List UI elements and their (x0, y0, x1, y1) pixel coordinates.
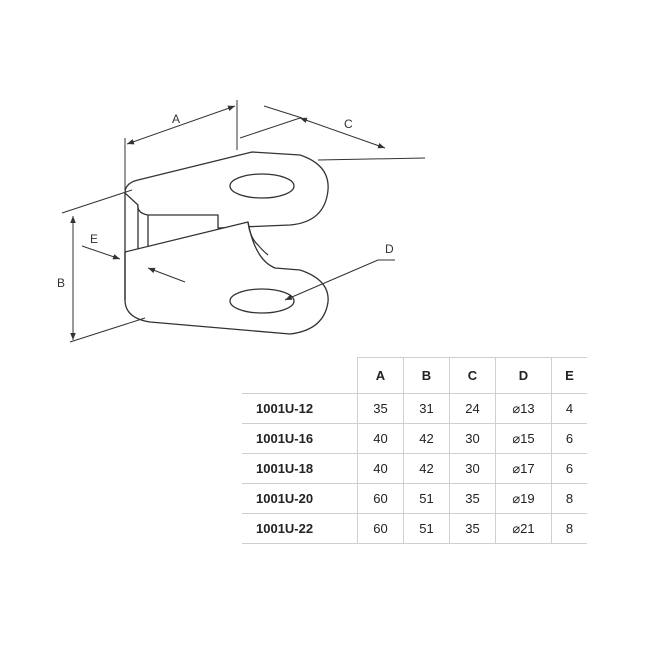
table-cell-c: 35 (449, 483, 496, 514)
table-cell-c: 30 (449, 453, 496, 484)
table-header-d: D (495, 357, 552, 394)
table-cell-model: 1001U-20 (242, 483, 358, 514)
table-header-b: B (403, 357, 450, 394)
table-row: 1001U-18 40 42 30 ⌀17 6 (242, 453, 587, 484)
table-cell-c: 35 (449, 513, 496, 544)
table-cell-c: 30 (449, 423, 496, 454)
dimension-e (81, 245, 186, 283)
table-cell-a: 35 (357, 393, 404, 424)
table-cell-a: 40 (357, 453, 404, 484)
dimension-b-label: B (57, 276, 65, 290)
table-cell-e: 4 (551, 393, 587, 424)
table-cell-model: 1001U-18 (242, 453, 358, 484)
dimension-a (124, 100, 238, 190)
table-cell-a: 60 (357, 513, 404, 544)
table-header-blank (242, 357, 358, 394)
table-cell-b: 51 (403, 513, 450, 544)
table-cell-model: 1001U-12 (242, 393, 358, 424)
table-cell-c: 24 (449, 393, 496, 424)
table-cell-b: 42 (403, 453, 450, 484)
dimension-a-label: A (172, 112, 180, 126)
table-cell-d: ⌀17 (495, 453, 552, 484)
dimension-c (239, 105, 426, 161)
table-cell-e: 6 (551, 453, 587, 484)
table-cell-model: 1001U-16 (242, 423, 358, 454)
dimension-b (61, 189, 146, 343)
table-cell-b: 51 (403, 483, 450, 514)
dimension-d-label: D (385, 242, 394, 256)
table-cell-e: 6 (551, 423, 587, 454)
table-cell-a: 60 (357, 483, 404, 514)
table-header-a: A (357, 357, 404, 394)
table-cell-b: 42 (403, 423, 450, 454)
top-hole (229, 173, 295, 199)
table-cell-e: 8 (551, 483, 587, 514)
dimension-d (284, 259, 395, 301)
dimension-c-label: C (344, 117, 353, 131)
table-row: 1001U-20 60 51 35 ⌀19 8 (242, 483, 587, 514)
dimension-spec-table: A B C D E 1001U-12 35 31 24 ⌀13 4 1001U-… (242, 357, 587, 544)
u-bracket-outline (124, 151, 329, 335)
table-cell-d: ⌀15 (495, 423, 552, 454)
table-cell-d: ⌀13 (495, 393, 552, 424)
table-cell-e: 8 (551, 513, 587, 544)
table-header-row: A B C D E (242, 357, 587, 394)
table-row: 1001U-16 40 42 30 ⌀15 6 (242, 423, 587, 454)
bottom-hole (229, 288, 295, 314)
table-cell-a: 40 (357, 423, 404, 454)
table-row: 1001U-22 60 51 35 ⌀21 8 (242, 513, 587, 544)
table-cell-b: 31 (403, 393, 450, 424)
bracket-technical-drawing: A C B E D (57, 100, 426, 343)
dimension-e-label: E (90, 232, 98, 246)
table-header-c: C (449, 357, 496, 394)
table-row: 1001U-12 35 31 24 ⌀13 4 (242, 393, 587, 424)
table-cell-d: ⌀21 (495, 513, 552, 544)
table-cell-d: ⌀19 (495, 483, 552, 514)
table-header-e: E (551, 357, 587, 394)
table-cell-model: 1001U-22 (242, 513, 358, 544)
